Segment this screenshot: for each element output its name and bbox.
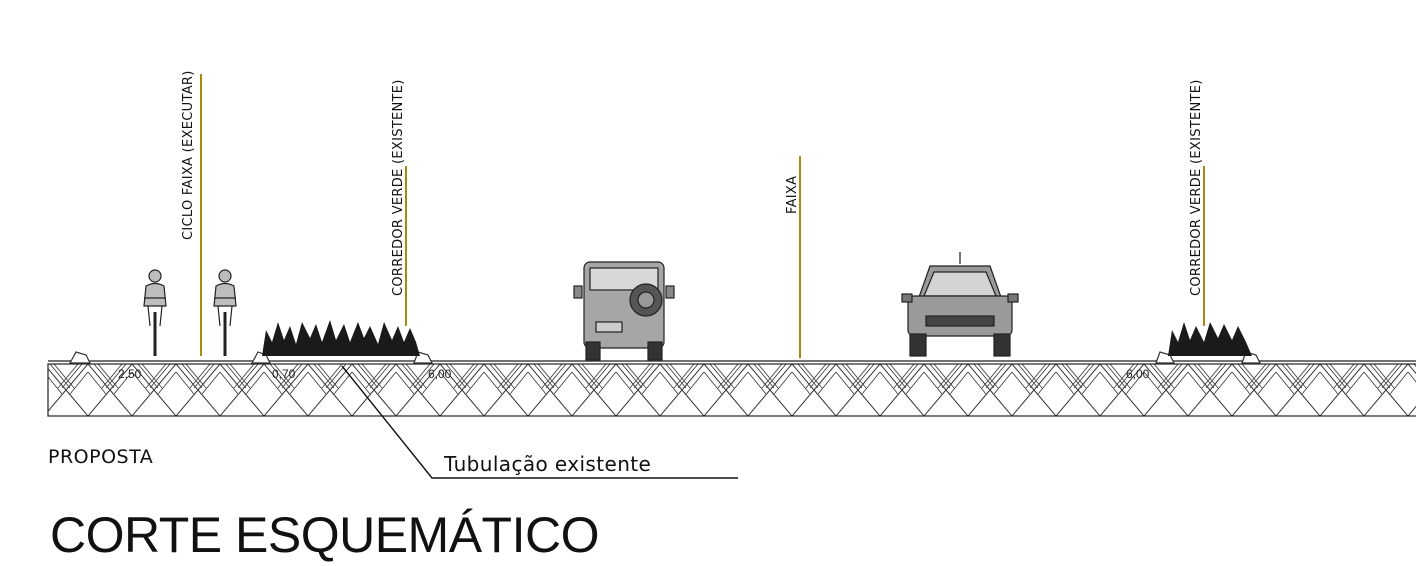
- vegetation-right: [1168, 322, 1252, 356]
- cyclist-1: [143, 269, 167, 356]
- label-faixa: FAIXA: [785, 176, 800, 214]
- callout-text: Tubulação existente: [444, 452, 652, 476]
- dimension-label: 6,00: [1126, 367, 1150, 381]
- cyclist-2: [213, 269, 237, 356]
- ground-section: [47, 360, 1416, 417]
- vegetation-left: [262, 320, 420, 356]
- label-corredor-verde-left: CORREDOR VERDE (EXISTENTE): [391, 79, 406, 296]
- callout-leader: [341, 365, 738, 479]
- dimension-label: 2,50: [118, 367, 142, 381]
- section-label: PROPOSTA: [48, 446, 154, 468]
- jeep-vehicle: [573, 261, 675, 361]
- car-vehicle: [901, 252, 1019, 357]
- label-corredor-verde-right: CORREDOR VERDE (EXISTENTE): [1189, 79, 1204, 296]
- leader-lines: [200, 74, 1205, 358]
- label-ciclo-faixa: CICLO FAIXA (EXECUTAR): [181, 70, 196, 240]
- dimension-label: 0,70: [272, 367, 296, 381]
- page-title: CORTE ESQUEMÁTICO: [50, 507, 599, 563]
- dimension-label: 6,00: [428, 367, 452, 381]
